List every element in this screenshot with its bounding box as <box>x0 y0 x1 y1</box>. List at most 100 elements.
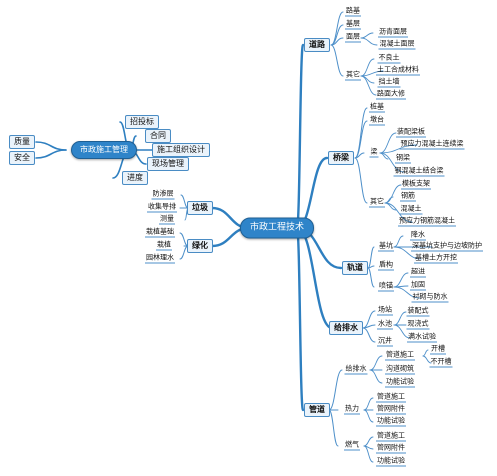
pipes-heating[interactable]: 热力 <box>344 404 360 415</box>
water-fill-test[interactable]: 满水试验 <box>407 332 437 343</box>
pipe-link <box>422 349 429 357</box>
branch-roads[interactable]: 道路 <box>304 38 330 52</box>
pipes-heat-construction[interactable]: 管道施工 <box>376 392 406 403</box>
water-pool[interactable]: 水池 <box>377 319 393 330</box>
branch-bidding[interactable]: 招投标 <box>125 115 159 129</box>
road-link <box>330 37 344 46</box>
road-overhaul[interactable]: 路面大修 <box>376 89 406 100</box>
bridge-link <box>354 120 368 159</box>
pipes-wd-function-test[interactable]: 功能试验 <box>385 377 415 388</box>
rail-link <box>393 286 421 299</box>
bridge-rebar[interactable]: 钢筋 <box>400 191 416 202</box>
pipes-water-drainage[interactable]: 给排水 <box>344 364 368 375</box>
branch-contract[interactable]: 合同 <box>145 129 171 143</box>
branch-water[interactable]: 给排水 <box>329 321 363 335</box>
water-link <box>362 324 376 329</box>
rail-link <box>393 246 422 260</box>
bridge-other[interactable]: 其它 <box>369 197 385 208</box>
road-concrete-surface[interactable]: 混凝土面层 <box>378 39 416 50</box>
bridge-link <box>379 132 397 154</box>
pipes-gas-construction[interactable]: 管道施工 <box>376 431 406 442</box>
water-cast-in-place[interactable]: 现浇式 <box>406 319 430 330</box>
water-caisson[interactable]: 沉井 <box>377 336 393 347</box>
pipes-gas-function-test[interactable]: 功能试验 <box>376 456 406 467</box>
branch-construction-design[interactable]: 施工组织设计 <box>152 143 210 157</box>
bridge-link <box>384 202 413 223</box>
road-asphalt-surface[interactable]: 沥青面层 <box>378 27 408 38</box>
green-landscape-water[interactable]: 园林理水 <box>145 253 175 264</box>
rail-foundation-pit[interactable]: 基坑 <box>378 241 394 252</box>
pipes-heat-function-test[interactable]: 功能试验 <box>376 416 406 427</box>
pipe-link <box>369 355 383 371</box>
rail-deep-pit-support[interactable]: 深基坑支护与边坡防护 <box>411 241 483 252</box>
road-base[interactable]: 基层 <box>345 19 361 30</box>
main-branch-link <box>295 226 305 412</box>
branch-rail[interactable]: 轨道 <box>342 261 368 275</box>
road-geosynthetics[interactable]: 土工合成材料 <box>376 65 420 76</box>
branch-bridges[interactable]: 桥梁 <box>328 151 354 165</box>
green-planting-base[interactable]: 栽植基础 <box>145 227 175 238</box>
rail-dewatering[interactable]: 降水 <box>410 230 426 241</box>
pipes-channel-masonry[interactable]: 沟道砌筑 <box>385 364 415 375</box>
bridge-link <box>379 144 418 154</box>
pipe-link <box>422 355 432 364</box>
pipe-link <box>363 445 374 463</box>
bridge-concrete[interactable]: 混凝土 <box>399 204 423 215</box>
rail-trench-excavation[interactable]: 基槽土方开挖 <box>414 253 458 264</box>
water-precast[interactable]: 装配式 <box>406 306 430 317</box>
road-link <box>360 37 378 46</box>
water-link <box>362 327 376 343</box>
left-root-node[interactable]: 市政施工管理 <box>71 141 137 159</box>
bridge-prestressed-continuous-beam[interactable]: 预应力混凝土连续梁 <box>399 139 465 150</box>
branch-site-management[interactable]: 现场管理 <box>147 157 189 171</box>
left-branch-link <box>35 149 67 159</box>
bridge-link <box>384 196 394 204</box>
rail-shield[interactable]: 盾构 <box>378 260 394 271</box>
branch-schedule[interactable]: 进度 <box>122 171 148 185</box>
pipe-link <box>363 397 374 411</box>
branch-greening[interactable]: 绿化 <box>187 239 213 253</box>
road-poor-soil[interactable]: 不良土 <box>377 53 401 64</box>
bridge-pier[interactable]: 墩台 <box>369 115 385 126</box>
pipes-trenchless[interactable]: 不开槽 <box>429 357 453 368</box>
road-link <box>360 75 377 96</box>
water-link <box>393 311 407 326</box>
bridge-link <box>354 157 368 204</box>
pipes-open-trench[interactable]: 开槽 <box>430 344 446 355</box>
rail-reinforce[interactable]: 加固 <box>410 280 426 291</box>
bridge-pile[interactable]: 桩基 <box>369 102 385 113</box>
road-retaining-wall[interactable]: 挡土墙 <box>377 77 401 88</box>
branch-pipes[interactable]: 管道 <box>304 403 330 417</box>
road-other[interactable]: 其它 <box>345 70 361 81</box>
pipes-gas[interactable]: 燃气 <box>344 440 360 451</box>
waste-liner[interactable]: 防渗层 <box>151 189 175 200</box>
pipes-wd-construction[interactable]: 管道施工 <box>385 350 415 361</box>
pipe-link <box>363 409 374 423</box>
road-link <box>360 70 384 77</box>
bridge-composite-beam[interactable]: 钢混凝土结合梁 <box>393 166 445 177</box>
waste-collection[interactable]: 收集导排 <box>147 202 177 213</box>
rail-link <box>367 267 375 288</box>
pipes-heat-fittings[interactable]: 管网附件 <box>376 404 406 415</box>
branch-safety[interactable]: 安全 <box>9 151 35 165</box>
waste-survey[interactable]: 测量 <box>159 214 175 225</box>
branch-quality[interactable]: 质量 <box>9 135 35 149</box>
branch-waste[interactable]: 垃圾 <box>187 201 213 215</box>
water-station[interactable]: 场站 <box>377 305 393 316</box>
bridge-precast-beam[interactable]: 装配梁板 <box>396 127 426 138</box>
rail-shotcrete[interactable]: 喷锚 <box>378 281 394 292</box>
pipe-link <box>328 409 339 447</box>
left-branch-link <box>35 141 67 151</box>
pipes-gas-fittings[interactable]: 管网附件 <box>376 443 406 454</box>
bridge-steel-beam[interactable]: 钢梁 <box>395 153 411 164</box>
rail-lining-waterproof[interactable]: 衬砌与防水 <box>411 292 449 303</box>
bridge-prestressed-concrete[interactable]: 预应力钢筋混凝土 <box>398 216 456 227</box>
road-subgrade[interactable]: 路基 <box>345 6 361 17</box>
green-planting[interactable]: 栽植 <box>156 240 172 251</box>
bridge-beam[interactable]: 梁 <box>369 147 379 158</box>
bridge-formwork[interactable]: 模板支架 <box>401 179 431 190</box>
main-root-node[interactable]: 市政工程技术 <box>239 217 315 239</box>
rail-advance[interactable]: 超进 <box>410 267 426 278</box>
road-surface[interactable]: 面层 <box>345 32 361 43</box>
